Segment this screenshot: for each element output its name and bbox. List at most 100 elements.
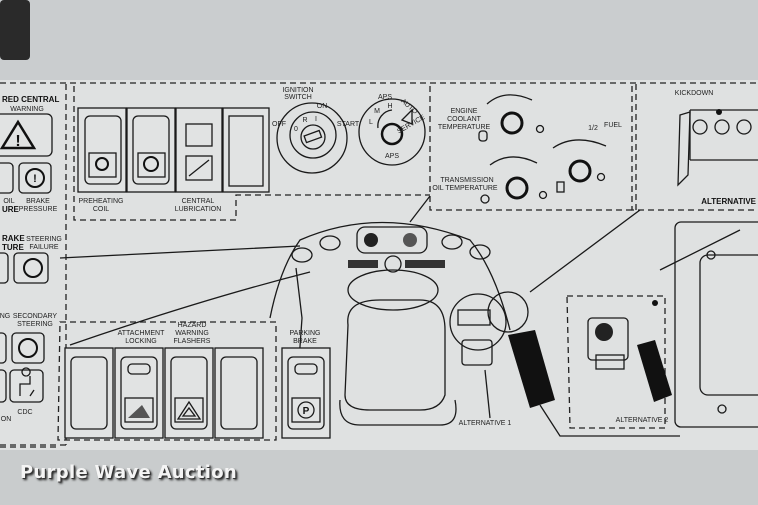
bottom-switch-panel: ATTACHMENT LOCKING HAZARD WARNING FLASHE… <box>57 321 331 441</box>
blank-switch-face <box>228 115 264 187</box>
oil-label-2: URE <box>2 205 20 214</box>
hazard-label-3: FLASHERS <box>174 338 211 345</box>
warning-title-2: WARNING <box>10 106 44 113</box>
i-position: I <box>315 116 317 123</box>
ignition-inner <box>289 111 337 159</box>
cdc-label: CDC <box>17 409 32 416</box>
ng-label: NG <box>0 313 10 320</box>
alt1-connector <box>539 404 680 437</box>
start-position: START <box>337 121 360 128</box>
vent-right-2 <box>469 244 491 260</box>
ignition-label: IGNITION <box>282 87 313 94</box>
right-console <box>674 221 758 428</box>
brake-pressure-label-2: PRESSURE <box>19 206 58 213</box>
lever-knob-3 <box>736 119 752 135</box>
brake-temp-lamp <box>0 252 9 284</box>
aps-range-arc <box>377 109 393 129</box>
lamp-window <box>294 363 318 375</box>
alt2-marker <box>652 300 658 306</box>
lever-knob-1 <box>692 119 708 135</box>
coil-icon <box>95 157 109 171</box>
top-switch-border <box>73 86 430 221</box>
brake-temp-label: RAKE <box>2 234 25 243</box>
preheating-label-2: COIL <box>93 206 109 213</box>
aps-l: L <box>369 119 373 126</box>
gear-icon <box>143 156 159 172</box>
attachment-label: ATTACHMENT <box>118 330 166 337</box>
alt1-zoom-circle-2 <box>487 291 529 333</box>
steering-wheel-icon <box>23 258 43 278</box>
alt2-joystick-base <box>587 317 629 361</box>
ignition-dial <box>276 102 348 174</box>
switch-row-right <box>405 260 445 268</box>
secondary-steering-lamp <box>11 332 45 364</box>
grease-gun-icon <box>188 159 210 177</box>
hazard-label-2: WARNING <box>175 330 209 337</box>
transmission-indicator-light <box>538 190 548 200</box>
alternative-label: ALTERNATIVE <box>701 197 756 206</box>
secondary-steering-label: SECONDARY <box>13 313 58 320</box>
hazard-label: HAZARD <box>178 322 207 329</box>
coolant-temp-icon <box>478 130 488 142</box>
watermark: Purple Wave Auction <box>20 462 238 483</box>
alt1-levers <box>457 309 491 326</box>
steering-hub <box>384 255 402 273</box>
aps-knob-icon <box>380 122 404 146</box>
vent-left-2 <box>319 235 341 251</box>
parking-p-glyph: P <box>303 406 310 417</box>
brake-pressure-label: BRAKE <box>26 198 50 205</box>
seat-base <box>339 399 457 426</box>
lamp-partial <box>0 332 7 364</box>
switch-rocker <box>70 356 108 430</box>
alternative-1: ALTERNATIVE 1 <box>449 291 680 437</box>
control-box <box>689 109 758 161</box>
lamp-window <box>127 363 151 375</box>
brake-pressure-lamp <box>18 162 52 194</box>
on-label: ON <box>1 416 12 423</box>
switch-rocker <box>220 356 258 430</box>
callout-lines <box>59 195 741 346</box>
parking-brake-label-2: BRAKE <box>293 338 317 345</box>
brake-temp-label-2: TURE <box>2 243 24 252</box>
key-slot-icon <box>303 129 323 144</box>
fuel-label: FUEL <box>604 122 622 129</box>
svg-text:!: ! <box>33 173 37 185</box>
steering-wheel <box>347 269 439 311</box>
coolant-label-3: TEMPERATURE <box>438 124 491 131</box>
preheating-icon <box>88 152 117 178</box>
alternative-2: ALTERNATIVE 2 <box>566 295 672 429</box>
transmission-label: TRANSMISSION <box>440 177 493 184</box>
secondary-steering-icon <box>18 338 38 358</box>
fuel-half-label: 1/2 <box>588 125 598 132</box>
cluster-gauge-right <box>403 233 417 247</box>
kickdown-panel: KICKDOWN ALTERNATIVE <box>631 86 758 428</box>
vent-left <box>291 247 313 263</box>
exclamation-icon: ! <box>15 133 20 150</box>
lever-housing <box>677 111 691 187</box>
coolant-label: ENGINE <box>451 108 478 115</box>
ignition-label-2: SWITCH <box>284 94 312 101</box>
bucket-lock-icon <box>128 405 150 418</box>
secondary-steering-label-2: STEERING <box>17 321 53 328</box>
fuel-indicator-light <box>596 172 606 182</box>
alt1-keypad <box>508 330 555 408</box>
zero-position: 0 <box>294 126 298 133</box>
attachment-label-2: LOCKING <box>125 338 157 345</box>
transmission-temp-icon <box>480 194 490 204</box>
central-lubrication-label: CENTRAL <box>182 198 215 205</box>
transmission-scale <box>489 156 538 166</box>
lever-knob-2 <box>714 119 730 135</box>
cdc-lamp <box>9 369 44 403</box>
instrument-cluster <box>356 226 428 254</box>
steering-failure-label-2: FAILURE <box>29 244 59 251</box>
alt1-zoom-circle <box>449 293 507 351</box>
aps-h: H <box>387 103 392 110</box>
warning-triangle-icon <box>0 119 37 150</box>
ignition-switch[interactable]: IGNITION SWITCH ON OFF START R I 0 <box>272 87 360 174</box>
alt2-button-block <box>595 354 625 370</box>
auto-arrow-icon <box>400 108 413 125</box>
bottom-switch-border <box>57 321 277 441</box>
alternative-2-label: ALTERNATIVE 2 <box>616 417 669 424</box>
